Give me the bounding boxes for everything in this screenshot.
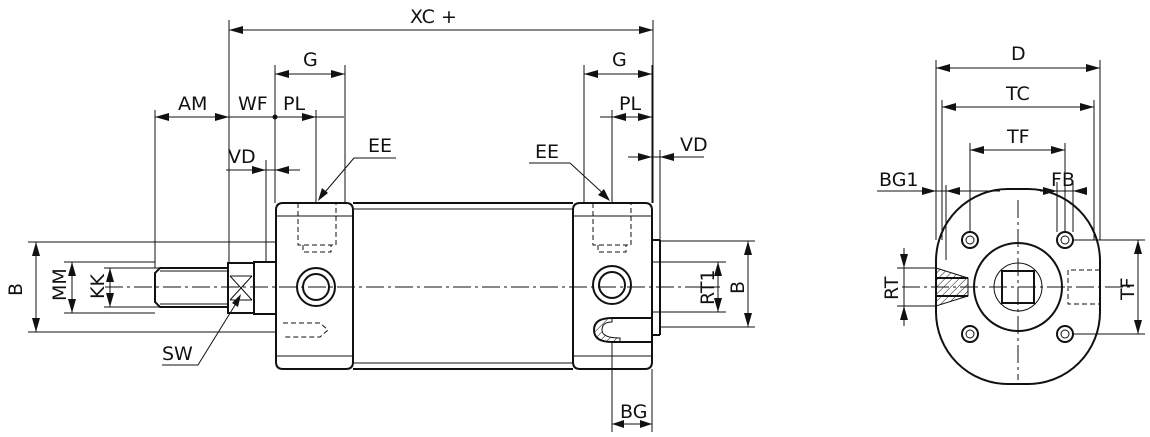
dim-bg	[611, 342, 653, 432]
dim-vd-right	[628, 150, 704, 240]
label-g-right: G	[612, 49, 627, 71]
end-view: D TC TF BG1	[877, 43, 1145, 385]
label-rt: RT	[881, 276, 903, 300]
label-pl-left: PL	[283, 93, 305, 115]
label-bg1: BG1	[879, 169, 919, 191]
front-end-cover	[275, 202, 354, 370]
label-mm: MM	[49, 268, 71, 301]
dim-mm	[64, 261, 155, 314]
center-boss	[973, 242, 1063, 332]
label-ee-left: EE	[368, 135, 392, 157]
leader-ee-right	[529, 162, 610, 201]
dim-d	[935, 60, 1101, 240]
dim-vd-left	[226, 160, 300, 262]
label-vd-left: VD	[228, 146, 256, 168]
dim-tc	[941, 100, 1095, 240]
leader-sw	[162, 294, 241, 366]
dim-rt1	[652, 261, 726, 313]
rod-square	[1001, 270, 1035, 304]
leader-ee-left	[318, 157, 396, 201]
label-wf: WF	[238, 93, 268, 115]
dim-fb	[1040, 182, 1087, 232]
dim-kk	[104, 267, 160, 308]
label-vd-right: VD	[680, 134, 708, 156]
dim-bg1	[877, 185, 1000, 260]
dim-rt	[897, 248, 936, 326]
label-b-right: B	[727, 281, 749, 294]
label-tc: TC	[1005, 83, 1030, 105]
dim-am-wf-pl	[154, 110, 344, 268]
label-g-left: G	[303, 49, 318, 71]
dim-tf-right	[1073, 239, 1145, 335]
label-pl-right: PL	[619, 93, 641, 115]
label-sw: SW	[162, 343, 193, 365]
label-xc: XC +	[410, 6, 457, 28]
cylinder-barrel	[353, 202, 573, 370]
label-ee-right: EE	[535, 141, 559, 163]
piston-rod	[253, 261, 277, 315]
dim-tf-top	[969, 143, 1066, 232]
label-am: AM	[178, 93, 207, 115]
label-tf-right: TF	[1117, 277, 1139, 301]
wrench-flats	[227, 262, 255, 314]
label-b-left: B	[5, 283, 27, 296]
label-d: D	[1011, 43, 1026, 65]
label-bg: BG	[620, 401, 647, 423]
dim-g-right	[583, 65, 653, 203]
label-kk: KK	[87, 274, 109, 299]
label-tf-top: TF	[1006, 126, 1030, 148]
rear-end-cover	[572, 202, 661, 370]
label-rt1: RT1	[697, 269, 719, 305]
dim-xc	[228, 20, 654, 262]
side-view: XC + G G AM WF	[5, 6, 755, 432]
label-fb: FB	[1051, 169, 1075, 191]
dim-g-left	[274, 65, 346, 203]
dim-pl-right	[600, 110, 652, 203]
dim-b-right	[660, 240, 755, 328]
dim-b-left	[28, 241, 276, 333]
